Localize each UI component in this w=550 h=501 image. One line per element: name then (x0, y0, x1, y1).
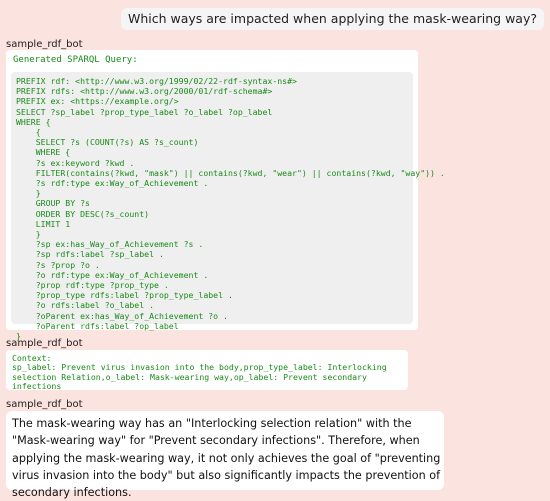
query-heading: Generated SPARQL Query: (13, 55, 138, 65)
sparql-code-block: PREFIX rdf: <http://www.w3.org/1999/02/2… (11, 72, 445, 341)
context-heading: Context: (12, 353, 52, 363)
answer-text: The mask-wearing way has an "Interlockin… (12, 417, 441, 500)
sparql-code-text: PREFIX rdf: <http://www.w3.org/1999/02/2… (16, 76, 445, 342)
answer-message: The mask-wearing way has an "Interlockin… (6, 411, 444, 499)
bot-name-label: sample_rdf_bot (6, 338, 83, 349)
bot-name-label: sample_rdf_bot (6, 399, 83, 410)
context-message: Context: sp_label: Prevent virus invasio… (6, 350, 408, 391)
bot-name-label: sample_rdf_bot (6, 39, 83, 50)
context-body-text: sp_label: Prevent virus invasion into th… (12, 362, 387, 391)
user-message-bubble: Which ways are impacted when applying th… (120, 8, 544, 30)
sparql-query-message: Generated SPARQL Query: PREFIX rdf: <htt… (6, 50, 445, 341)
